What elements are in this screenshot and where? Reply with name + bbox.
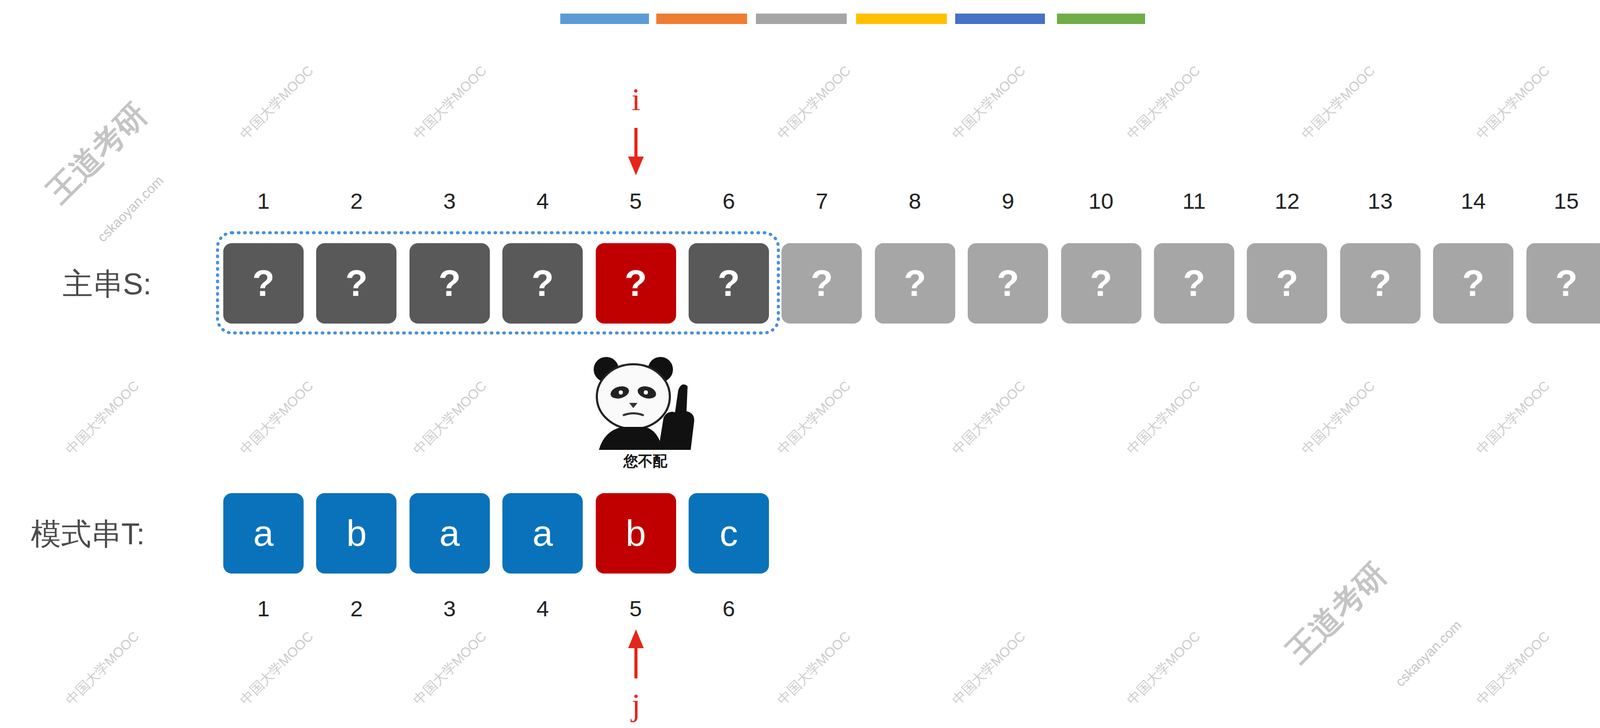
main-char-box: ? [316,243,397,324]
main-char-box: ? [1340,243,1421,324]
mooc-watermark: 中国大学MOOC [236,377,316,457]
i-pointer [628,127,644,176]
url-watermark: cskaoyan.com [94,172,167,245]
pattern-char-box: a [502,492,583,574]
main-char-box: ? [781,243,862,324]
mooc-watermark: 中国大学MOOC [774,377,853,457]
pattern-char-box: a [223,492,304,574]
index-number: 4 [536,596,549,621]
char-text: ? [1276,265,1299,302]
logo-watermark: 王道考研 [1280,556,1393,669]
pointer-label: j [631,686,641,723]
mooc-watermark: 中国大学MOOC [774,62,853,142]
pattern-char-box: c [688,492,769,574]
index-number: 7 [815,188,828,214]
mooc-watermark: 中国大学MOOC [236,62,316,142]
char-text: ? [1368,265,1392,302]
char-text: ? [531,265,555,302]
index-number: 14 [1460,188,1486,214]
char-text: ? [1555,265,1578,302]
main-char-box: ? [1246,243,1328,324]
index-number: 2 [350,596,363,621]
mooc-watermark: 中国大学MOOC [1473,62,1553,142]
mooc-watermark: 中国大学MOOC [1473,377,1553,457]
pattern-char-box: a [409,492,490,574]
mooc-watermark: 中国大学MOOC [1123,377,1203,457]
mooc-watermark: 中国大学MOOC [1123,628,1203,707]
main-char-box: ? [967,243,1049,324]
mooc-watermark: 中国大学MOOC [1298,377,1378,457]
char-text: c [719,514,739,552]
mooc-watermark: 中国大学MOOC [948,377,1028,457]
main-char-box: ? [1061,243,1142,324]
main-char-box: ? [409,243,490,324]
index-number: 11 [1182,188,1207,214]
index-number: 1 [257,596,270,621]
main-char-box: ? [688,243,769,324]
char-text: b [346,514,367,552]
row-title: 主串S: [62,267,152,301]
mooc-watermark: 中国大学MOOC [948,628,1028,707]
pattern-char-box: b [316,492,397,574]
mooc-watermark: 中国大学MOOC [1473,628,1553,707]
mooc-watermark: 中国大学MOOC [236,628,316,707]
main-char-box: ? [595,243,677,324]
char-text: ? [1089,265,1113,302]
main-char-box: ? [1526,243,1600,324]
index-number: 13 [1367,188,1393,214]
char-text: a [253,514,274,552]
mooc-watermark: 中国大学MOOC [774,628,853,707]
panda-meme [586,352,705,451]
index-number: 6 [722,188,736,214]
index-number: 6 [722,596,736,621]
mooc-watermark: 中国大学MOOC [62,377,142,457]
pattern-char-box: b [595,492,677,574]
main-char-box: ? [502,243,583,324]
mooc-watermark: 中国大学MOOC [410,628,489,707]
pointer-label: i [631,81,641,117]
index-number: 5 [629,188,643,214]
window-outline [217,232,779,333]
j-pointer [628,629,644,679]
index-number: 4 [536,188,549,214]
progress-bars [560,13,1146,24]
index-number: 10 [1088,188,1114,214]
index-number: 3 [443,596,456,621]
char-text: a [439,514,460,552]
char-text: ? [624,265,647,302]
char-text: ? [252,265,275,302]
char-text: ? [345,265,368,302]
main-char-box: ? [1153,243,1235,324]
index-number: 8 [908,188,922,214]
mooc-watermark: 中国大学MOOC [410,377,489,457]
url-watermark: cskaoyan.com [1392,617,1465,690]
index-number: 3 [443,188,456,214]
index-number: 5 [629,596,643,621]
row-title: 模式串T: [30,516,146,551]
char-text: ? [810,265,834,302]
char-text: ? [996,265,1020,302]
char-text: ? [717,265,741,302]
mooc-watermark: 中国大学MOOC [1123,62,1203,142]
char-text: ? [1183,265,1206,302]
index-number: 15 [1554,188,1580,214]
main-char-box: ? [223,243,304,324]
main-char-box: ? [1433,243,1514,324]
char-text: a [532,514,553,552]
mooc-watermark: 中国大学MOOC [410,62,489,142]
char-text: ? [1462,265,1485,302]
mooc-watermark: 中国大学MOOC [1298,62,1378,142]
mooc-watermark: 中国大学MOOC [62,628,142,707]
char-text: b [625,514,646,552]
meme-caption: 您不配 [623,453,668,470]
index-number: 12 [1274,188,1300,214]
char-text: ? [438,265,461,302]
index-number: 2 [350,188,363,214]
mooc-watermark: 中国大学MOOC [948,62,1028,142]
index-number: 9 [1001,188,1015,214]
main-char-box: ? [874,243,956,324]
index-number: 1 [257,188,270,214]
char-text: ? [903,265,926,302]
